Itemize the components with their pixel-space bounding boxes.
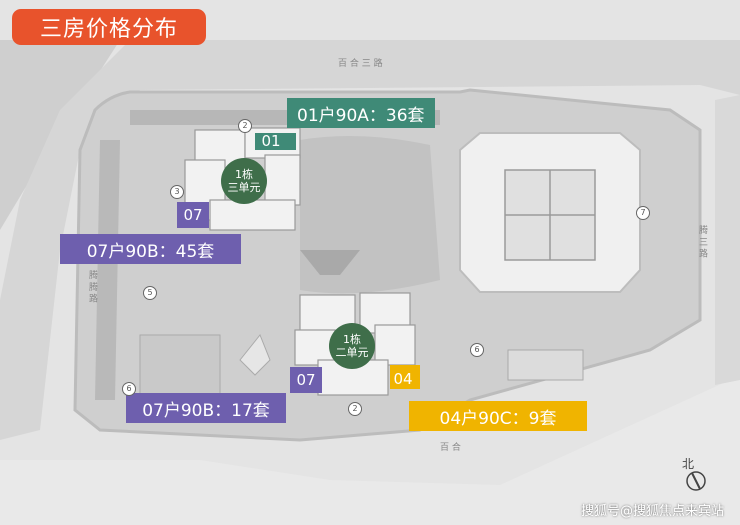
road-north [0, 40, 740, 440]
unit-07-top-tag: 07 [177, 202, 209, 228]
unit-01-highlight [255, 133, 296, 150]
south-east-block [507, 349, 584, 381]
ground-south [0, 380, 740, 525]
marker-7: 7 [636, 206, 650, 220]
building-1-unit-3-line1: 1栋 [235, 168, 253, 181]
plaza-grid [139, 334, 221, 396]
unit-04-tag: 04 [393, 370, 413, 388]
watermark: 搜狐号@搜狐焦点来宾站 [580, 504, 724, 519]
marker-6-east: 6 [470, 343, 484, 357]
road-label-east: 腾 三 路 [697, 225, 707, 258]
building-1-unit-2-blocks [294, 292, 416, 396]
unit-07-bottom-summary-label: 07户90B：17套 [126, 393, 286, 423]
tree-belt-west [95, 140, 120, 400]
page-title: 三房价格分布 [12, 9, 206, 45]
road-east [715, 95, 740, 385]
compass-label: 北 [682, 457, 695, 471]
compass-icon [686, 471, 706, 491]
road-label-north: 百 合 三 路 [338, 59, 383, 69]
road-label-west: 腾 腾 路 [87, 270, 97, 303]
building-1-unit-2-line1: 1栋 [343, 333, 361, 346]
pavilion [239, 334, 271, 376]
road-west [0, 40, 120, 230]
unit-01-tag: 01 [261, 132, 281, 150]
unit-04-highlight [390, 365, 420, 389]
marker-2-north: 2 [238, 119, 252, 133]
marker-3: 3 [170, 185, 184, 199]
marker-5: 5 [143, 286, 157, 300]
unit-07-bottom-tag: 07 [290, 367, 322, 393]
marker-2-south: 2 [348, 402, 362, 416]
building-1-unit-3-marker: 1栋 三单元 [221, 158, 267, 204]
unit-01-summary-label: 01户90A：36套 [287, 98, 435, 128]
road-label-south: 百 合 [440, 443, 461, 453]
unit-04-summary-label: 04户90C：9套 [409, 401, 587, 431]
building-1-unit-2-line2: 二单元 [335, 346, 369, 359]
building-1-unit-2-marker: 1栋 二单元 [329, 323, 375, 369]
north-compass: 北 [682, 455, 710, 495]
pyramid-feature [300, 250, 360, 275]
unit-07-top-summary-label: 07户90B：45套 [60, 234, 241, 264]
marker-6-west: 6 [122, 382, 136, 396]
building-1-unit-3-line2: 三单元 [227, 181, 261, 194]
